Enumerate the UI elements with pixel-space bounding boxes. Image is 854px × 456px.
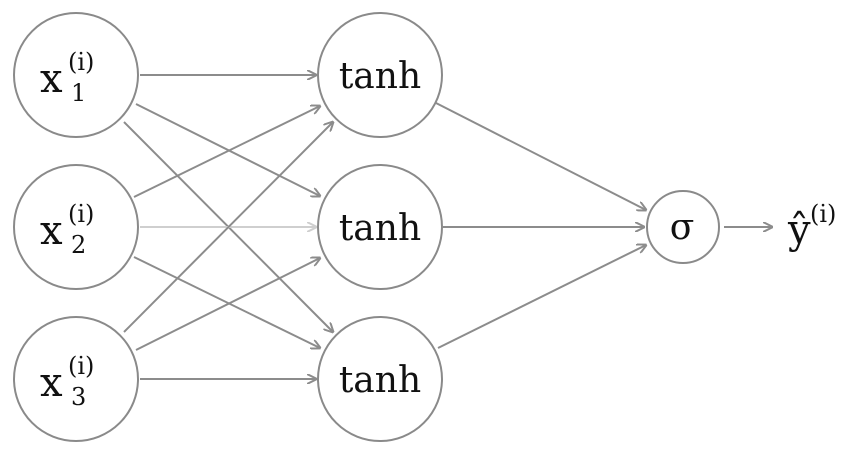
input-1-subscript: 1 (71, 79, 86, 107)
hidden-output-edges (435, 102, 772, 349)
input-node-3: x (i) 3 (13, 316, 139, 442)
edge-h3-out (437, 245, 646, 349)
hidden-node-2: tanh (317, 164, 443, 290)
hidden-node-3: tanh (317, 316, 443, 442)
input-3-subscript: 3 (71, 383, 86, 411)
input-1-superscript: (i) (68, 48, 94, 76)
input-2-subscript: 2 (71, 231, 86, 259)
edge-h1-out (435, 102, 646, 210)
hidden-3-label: tanh (339, 360, 421, 401)
input-node-2: x (i) 2 (13, 164, 139, 290)
svg-text:x: x (40, 208, 63, 254)
svg-text:x: x (40, 360, 63, 406)
edge-x2-h1 (133, 106, 320, 198)
output-node: σ (646, 190, 720, 264)
edge-x3-h2 (135, 258, 320, 351)
input-3-superscript: (i) (68, 352, 94, 380)
output-node-label: σ (670, 207, 695, 248)
input-2-superscript: (i) (68, 200, 94, 228)
edge-x3-h1 (123, 122, 333, 333)
prediction-variable: ŷ (787, 207, 811, 253)
input-node-1: x (i) 1 (13, 12, 139, 138)
prediction-label: ŷ (i) (787, 200, 836, 253)
prediction-superscript: (i) (810, 200, 836, 228)
edge-x2-h3 (133, 256, 320, 348)
hidden-2-label: tanh (339, 208, 421, 249)
hidden-1-label: tanh (339, 56, 421, 97)
svg-text:x: x (40, 56, 63, 102)
input-hidden-edges (123, 75, 333, 379)
hidden-node-1: tanh (317, 12, 443, 138)
